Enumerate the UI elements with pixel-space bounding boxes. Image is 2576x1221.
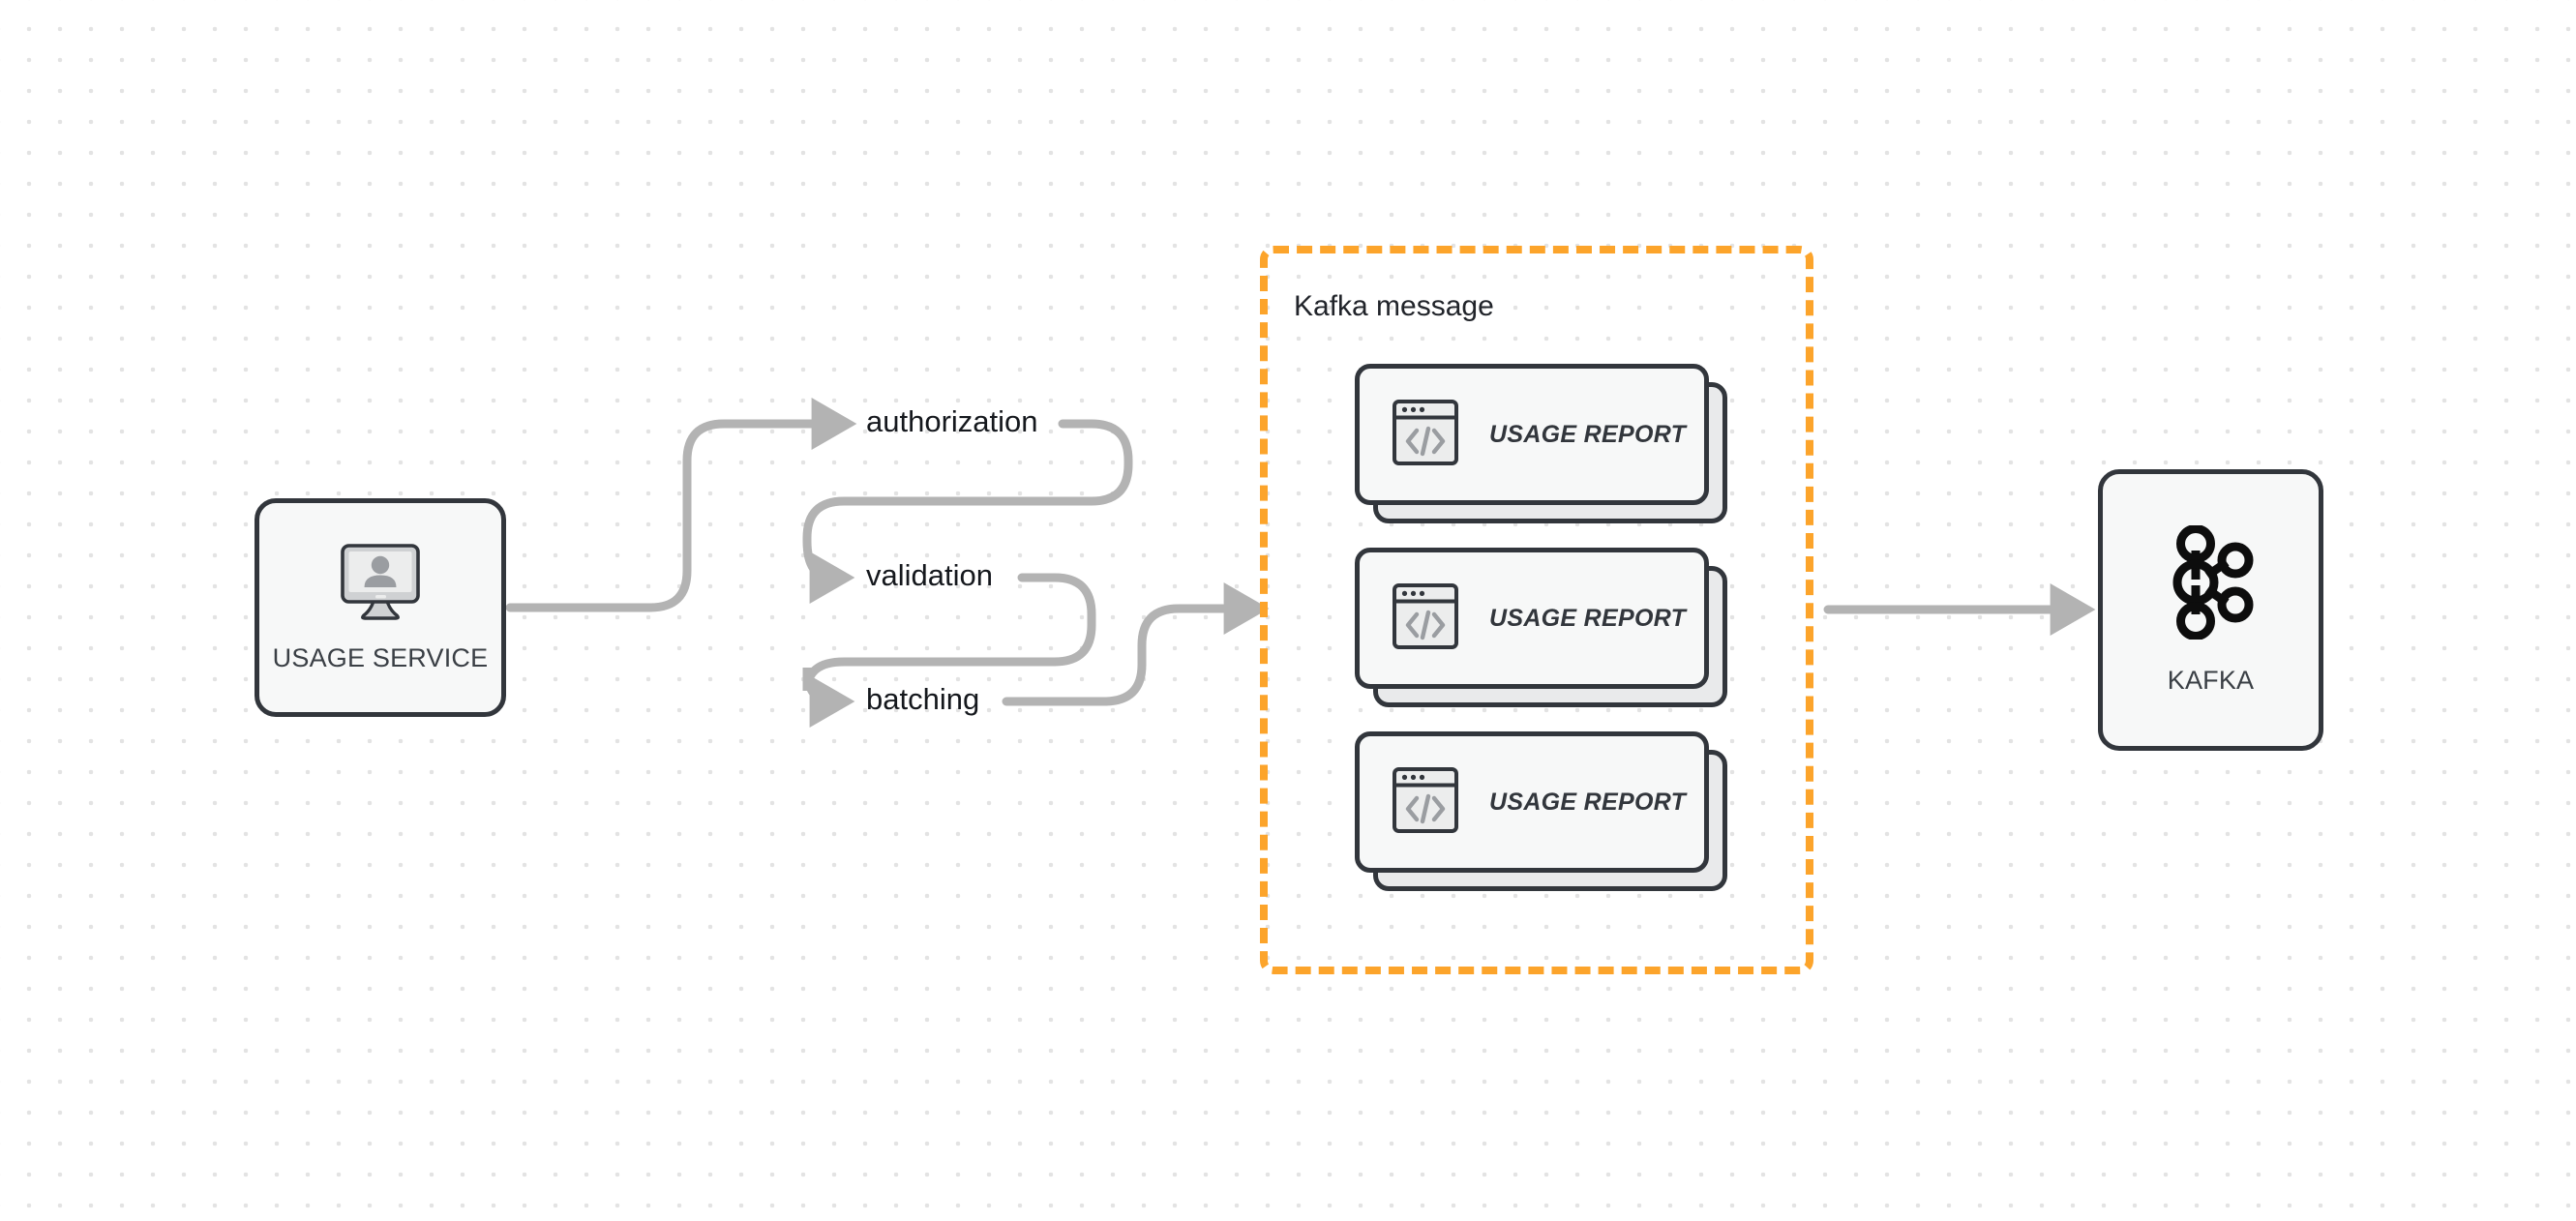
group-title-kafka-message: Kafka message (1294, 290, 1494, 322)
monitor-user-icon (335, 542, 426, 628)
usage-report-card[interactable]: USAGE REPORT (1355, 731, 1727, 891)
usage-report-card-label: USAGE REPORT (1489, 420, 1687, 448)
code-window-icon (1392, 399, 1459, 471)
card-front-layer: USAGE REPORT (1355, 731, 1709, 873)
node-label-kafka: KAFKA (2167, 665, 2255, 695)
step-label-validation: validation (866, 558, 993, 592)
card-front-layer: USAGE REPORT (1355, 364, 1709, 505)
code-window-icon (1392, 766, 1459, 839)
usage-report-card[interactable]: USAGE REPORT (1355, 548, 1727, 707)
node-kafka[interactable]: KAFKA (2098, 469, 2323, 751)
card-front-layer: USAGE REPORT (1355, 548, 1709, 689)
edge-authorization-to-validation (802, 419, 1133, 604)
step-label-authorization: authorization (866, 404, 1038, 438)
group-kafka-message (1260, 246, 1813, 974)
edge-usage-service-to-authorization (505, 398, 857, 612)
node-label-usage-service: USAGE SERVICE (272, 643, 489, 672)
usage-report-card-label: USAGE REPORT (1489, 604, 1687, 632)
kafka-logo-icon (2165, 523, 2258, 644)
usage-report-card[interactable]: USAGE REPORT (1355, 364, 1727, 523)
code-window-icon (1392, 582, 1459, 655)
usage-report-card-label: USAGE REPORT (1489, 788, 1687, 816)
node-usage-service[interactable]: USAGE SERVICE (255, 498, 506, 717)
edge-batching-to-kafka-message (1002, 582, 1270, 706)
step-label-batching: batching (866, 682, 980, 716)
